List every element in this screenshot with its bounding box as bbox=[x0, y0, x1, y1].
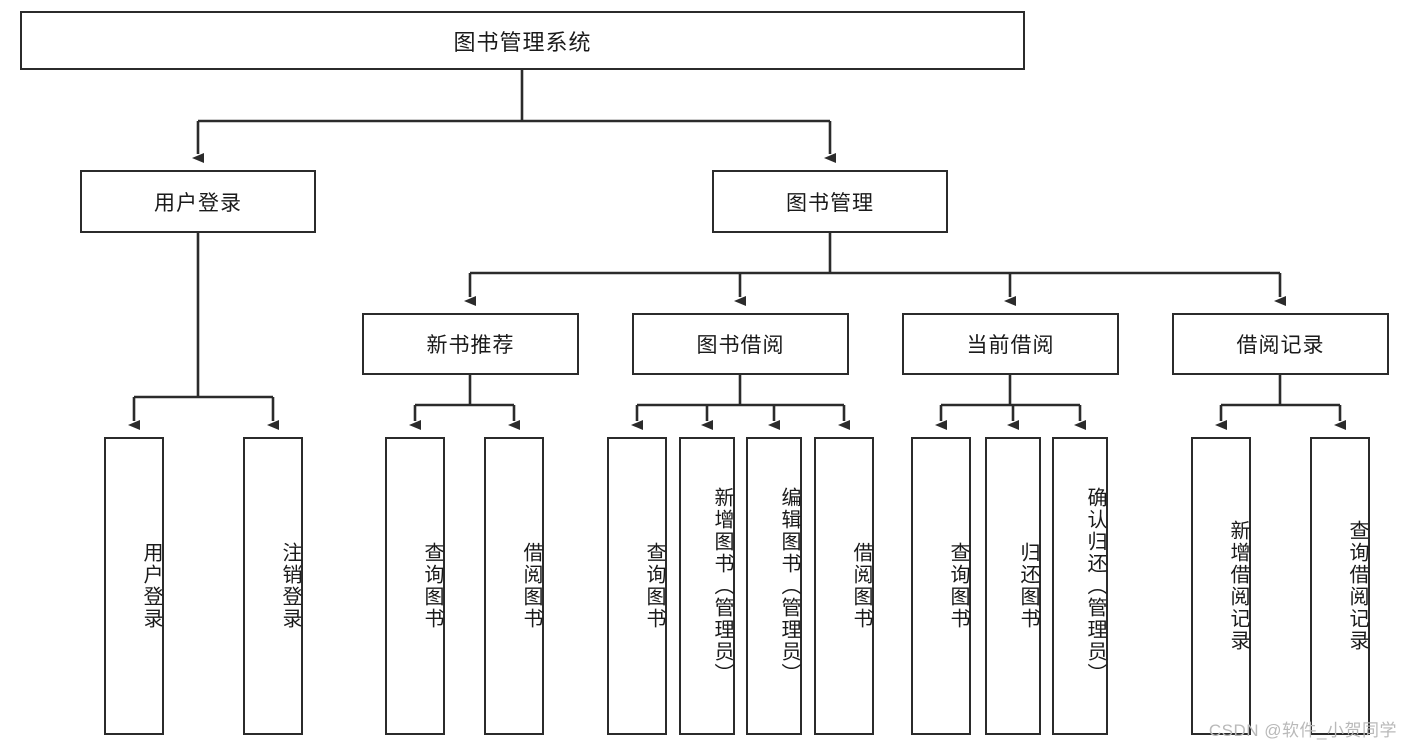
leaf-label: 借阅图书 bbox=[520, 542, 542, 630]
node-book-borrow[interactable]: 图书借阅 bbox=[632, 313, 849, 375]
node-borrow-record[interactable]: 借阅记录 bbox=[1172, 313, 1389, 375]
leaf-label: 借阅图书 bbox=[850, 542, 872, 630]
leaf-edit-book-admin[interactable]: 编辑图书（管理员） bbox=[746, 437, 802, 735]
leaf-label: 查询图书 bbox=[421, 542, 443, 630]
leaf-label: 用户登录 bbox=[140, 542, 162, 630]
leaf-label: 查询借阅记录 bbox=[1346, 520, 1368, 652]
leaf-label: 注销登录 bbox=[279, 542, 301, 630]
node-new-book-recommend-label: 新书推荐 bbox=[426, 334, 515, 357]
leaf-query-book-recommend[interactable]: 查询图书 bbox=[385, 437, 445, 735]
node-new-book-recommend[interactable]: 新书推荐 bbox=[362, 313, 579, 375]
leaf-label: 新增图书（管理员） bbox=[711, 487, 733, 685]
leaf-add-book-admin[interactable]: 新增图书（管理员） bbox=[679, 437, 735, 735]
leaf-add-borrow-record[interactable]: 新增借阅记录 bbox=[1191, 437, 1251, 735]
watermark: CSDN @软件_小贺同学 bbox=[1208, 721, 1397, 740]
node-borrow-record-label: 借阅记录 bbox=[1236, 334, 1325, 357]
node-root[interactable]: 图书管理系统 bbox=[20, 11, 1025, 70]
leaf-logout[interactable]: 注销登录 bbox=[243, 437, 303, 735]
node-current-borrow-label: 当前借阅 bbox=[966, 334, 1055, 357]
leaf-label: 确认归还（管理员） bbox=[1084, 487, 1106, 685]
leaf-query-book-borrow[interactable]: 查询图书 bbox=[607, 437, 667, 735]
node-root-label: 图书管理系统 bbox=[453, 29, 592, 55]
leaf-label: 查询图书 bbox=[947, 542, 969, 630]
leaf-label: 编辑图书（管理员） bbox=[778, 487, 800, 685]
node-book-management[interactable]: 图书管理 bbox=[712, 170, 948, 233]
leaf-confirm-return-admin[interactable]: 确认归还（管理员） bbox=[1052, 437, 1108, 735]
leaf-query-borrow-record[interactable]: 查询借阅记录 bbox=[1310, 437, 1370, 735]
leaf-label: 归还图书 bbox=[1017, 542, 1039, 630]
node-book-management-label: 图书管理 bbox=[786, 191, 874, 215]
leaf-label: 新增借阅记录 bbox=[1227, 520, 1249, 652]
leaf-borrow-book[interactable]: 借阅图书 bbox=[814, 437, 874, 735]
leaf-return-book[interactable]: 归还图书 bbox=[985, 437, 1041, 735]
leaf-query-book-current[interactable]: 查询图书 bbox=[911, 437, 971, 735]
leaf-borrow-book-recommend[interactable]: 借阅图书 bbox=[484, 437, 544, 735]
leaf-label: 查询图书 bbox=[643, 542, 665, 630]
node-user-login-label: 用户登录 bbox=[154, 191, 242, 215]
node-book-borrow-label: 图书借阅 bbox=[696, 334, 785, 357]
leaf-user-login[interactable]: 用户登录 bbox=[104, 437, 164, 735]
node-user-login[interactable]: 用户登录 bbox=[80, 170, 316, 233]
node-current-borrow[interactable]: 当前借阅 bbox=[902, 313, 1119, 375]
